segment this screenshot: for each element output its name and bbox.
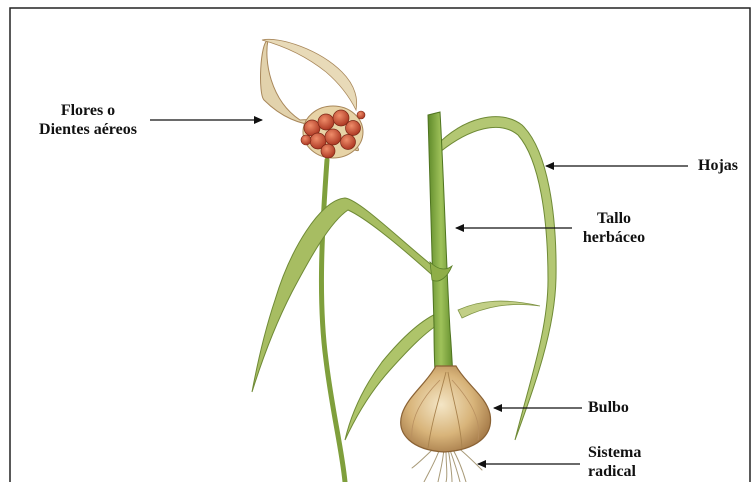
label-stem-line2: herbáceo — [566, 228, 662, 247]
garlic-plant-illustration — [252, 39, 556, 482]
label-leaves-line1: Hojas — [698, 156, 738, 175]
label-flowers-line1: Flores o — [30, 101, 146, 120]
label-flowers-line2: Dientes aéreos — [30, 120, 146, 139]
leaf-right-short — [458, 301, 540, 318]
leaf-left-long — [252, 198, 440, 392]
label-leaves: Hojas — [698, 156, 738, 175]
garlic-bulb — [401, 366, 491, 452]
herbaceous-stem — [428, 112, 454, 385]
label-roots: Sistema radical — [588, 443, 641, 481]
label-roots-line1: Sistema — [588, 443, 641, 462]
label-bulb: Bulbo — [588, 398, 629, 417]
label-bulb-line1: Bulbo — [588, 398, 629, 417]
label-stem: Tallo herbáceo — [566, 209, 662, 247]
label-flowers: Flores o Dientes aéreos — [30, 101, 146, 139]
label-roots-line2: radical — [588, 462, 641, 481]
label-stem-line1: Tallo — [566, 209, 662, 228]
